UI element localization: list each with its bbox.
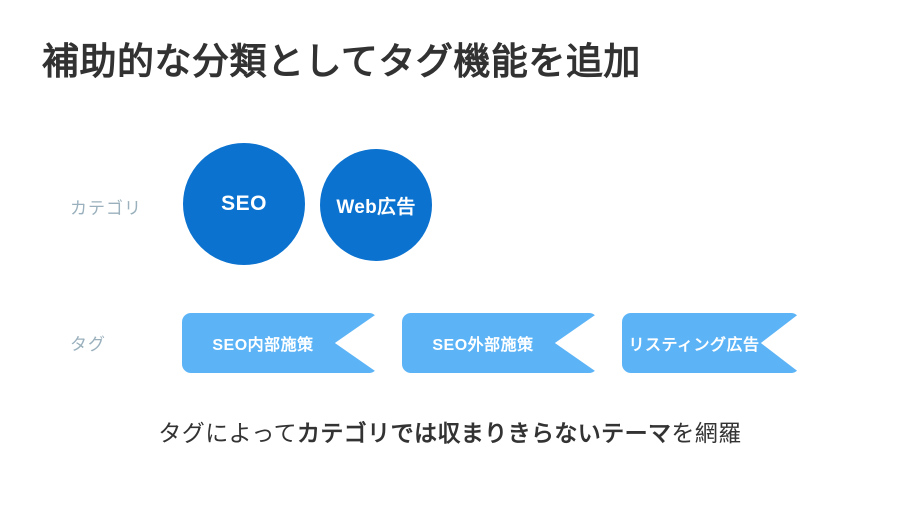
row-label-category: カテゴリ <box>70 199 142 218</box>
tag-ribbon-listing-ads[interactable]: リスティング広告 <box>622 313 800 373</box>
caption-lead: タグによって <box>158 420 297 446</box>
tag-ribbon-label: SEO内部施策 <box>212 337 314 354</box>
category-circle-web-ads[interactable]: Web広告 <box>320 149 432 261</box>
category-circle-seo[interactable]: SEO <box>183 143 305 265</box>
row-label-tag: タグ <box>70 335 106 354</box>
tag-ribbon-label: リスティング広告 <box>628 337 760 354</box>
tag-ribbon-seo-external[interactable]: SEO外部施策 <box>402 313 598 373</box>
caption-tail: を網羅 <box>671 420 742 446</box>
caption-emphasis: カテゴリでは収まりきらないテーマ <box>296 420 672 446</box>
caption: タグによってカテゴリでは収まりきらないテーマを網羅 <box>0 414 900 448</box>
tag-ribbon-label: SEO外部施策 <box>432 337 534 354</box>
page-title: 補助的な分類としてタグ機能を追加 <box>42 41 641 82</box>
category-circle-label: Web広告 <box>336 196 416 218</box>
tag-ribbon-seo-internal[interactable]: SEO内部施策 <box>182 313 378 373</box>
category-circle-label: SEO <box>221 192 267 215</box>
